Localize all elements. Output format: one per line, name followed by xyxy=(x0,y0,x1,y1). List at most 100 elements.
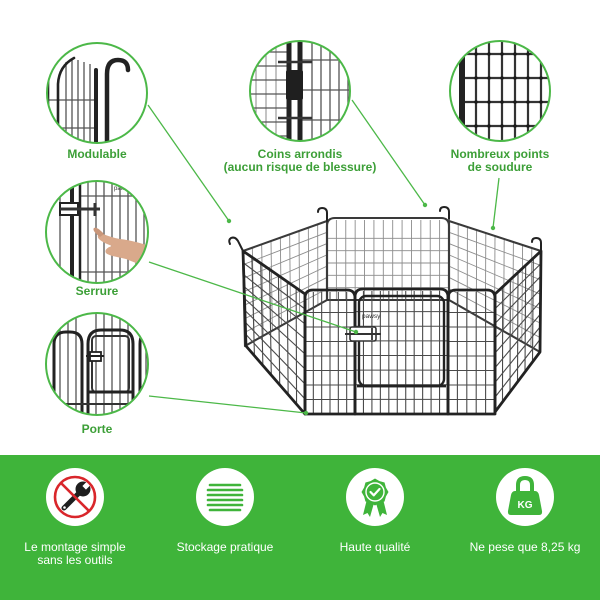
wrench-prohibited-icon xyxy=(46,468,104,526)
label-modulable-text: Modulable xyxy=(67,147,127,161)
label-serrure-text: Serrure xyxy=(75,284,119,298)
weld-point xyxy=(526,76,530,80)
fence-rail xyxy=(244,321,306,385)
callout-porte xyxy=(148,395,309,416)
product-scene: pawsy xyxy=(45,40,551,416)
callout-modulable xyxy=(147,104,232,224)
hand xyxy=(93,227,148,268)
fence-arch-frame xyxy=(446,288,497,416)
callout-soudure xyxy=(490,177,500,231)
door-frame-detail xyxy=(86,328,135,415)
benefit-label-line1: Le montage simple xyxy=(24,540,126,554)
weld-point xyxy=(539,100,543,104)
kg-badge-text: KG xyxy=(518,500,533,511)
benefit-label: Haute qualité xyxy=(300,541,450,554)
detail-circle-coins-arrondis xyxy=(249,40,351,142)
label-modulable: Modulable xyxy=(22,148,172,161)
benefit-label-line1: Ne pese que 8,25 kg xyxy=(469,540,581,554)
weld-point xyxy=(500,76,504,80)
label-soudure-line2: de soudure xyxy=(467,160,533,174)
weld-point xyxy=(487,76,491,80)
brand-mark: pawsy xyxy=(362,313,381,320)
prohibition-icon xyxy=(53,475,97,519)
stacked-panels-icon xyxy=(196,468,254,526)
label-coins-line1: Coins arrondis xyxy=(257,147,343,161)
weld-point xyxy=(513,100,517,104)
fence-panel-frame xyxy=(493,249,543,414)
fence-rail xyxy=(244,298,306,355)
fence-rail xyxy=(494,339,541,398)
benefit-label-line1: Stockage pratique xyxy=(176,540,274,554)
weld-points xyxy=(474,52,543,128)
weld-point xyxy=(513,124,517,128)
label-soudure: Nombreux points de soudure xyxy=(425,148,575,174)
label-serrure: Serrure xyxy=(22,285,172,298)
label-porte-text: Porte xyxy=(81,422,113,436)
fence-rail xyxy=(243,286,306,340)
benefit-label-line2: sans les outils xyxy=(37,553,113,567)
fence-bar xyxy=(521,244,524,342)
fence-bar xyxy=(512,241,514,337)
label-porte: Porte xyxy=(22,423,172,436)
weld-point xyxy=(539,52,543,56)
weld-point xyxy=(487,100,491,104)
fence-rail xyxy=(494,275,542,324)
fence-rail xyxy=(244,309,306,370)
benefit-label: Ne pese que 8,25 kg xyxy=(450,541,600,554)
benefit-label: Stockage pratique xyxy=(150,541,300,554)
door-latch-detail xyxy=(86,351,104,362)
detail-circle-serrure: pawsy xyxy=(45,180,149,284)
kettlebell-kg-icon: KG xyxy=(496,468,554,526)
fence-arch-frame xyxy=(353,287,450,416)
fence-bar xyxy=(270,240,273,331)
fence-bar xyxy=(530,247,533,347)
latch-detail xyxy=(59,202,100,216)
weld-point xyxy=(500,124,504,128)
callout-coins-arrondis xyxy=(351,99,428,208)
weld-point xyxy=(474,100,478,104)
benefit-tool-free: Le montage simple sans les outils xyxy=(0,455,150,600)
weld-point xyxy=(487,124,491,128)
weld-point xyxy=(539,124,543,128)
weld-point xyxy=(526,100,530,104)
weld-point xyxy=(526,124,530,128)
label-coins-line2: (aucun risque de blessure) xyxy=(223,160,377,174)
fence-rail xyxy=(448,231,542,266)
weld-point xyxy=(513,76,517,80)
weld-point xyxy=(526,52,530,56)
fence-rail xyxy=(494,288,542,339)
weld-point xyxy=(500,52,504,56)
fence-rail xyxy=(244,277,328,320)
weld-point xyxy=(474,124,478,128)
fence-rail xyxy=(494,263,542,310)
detail-circle-porte xyxy=(45,312,149,416)
fence-bar xyxy=(298,230,301,316)
post-hook xyxy=(531,236,542,252)
benefit-weight: KG Ne pese que 8,25 kg xyxy=(450,455,600,600)
fence-rail xyxy=(245,333,306,400)
fence-bar xyxy=(289,234,292,321)
detail-circle-modulable xyxy=(46,42,148,144)
benefit-quality: Haute qualité xyxy=(300,455,450,600)
benefit-label: Le montage simple sans les outils xyxy=(0,541,150,567)
fence-bar xyxy=(279,237,282,326)
fence-rail xyxy=(494,313,541,369)
fence-rail xyxy=(243,243,328,279)
weld-point xyxy=(513,52,517,56)
fence-rail xyxy=(243,262,306,310)
benefits-band: Le montage simple sans les outils Stocka… xyxy=(0,455,600,600)
benefit-storage: Stockage pratique xyxy=(150,455,300,600)
fence-rail xyxy=(494,301,541,354)
door-latch xyxy=(345,326,381,342)
post-hook xyxy=(228,236,244,252)
label-soudure-line1: Nombreux points xyxy=(450,147,550,161)
detail-circle-soudure xyxy=(449,40,551,142)
fence-rail xyxy=(243,274,306,325)
fence-rail xyxy=(494,326,541,383)
weld-point xyxy=(474,52,478,56)
post-hook xyxy=(439,205,450,220)
hook-detail xyxy=(104,57,131,143)
callout-serrure xyxy=(148,261,359,335)
brand-mark-detail: pawsy xyxy=(114,186,131,192)
label-coins-arrondis: Coins arrondis (aucun risque de blessure… xyxy=(200,148,400,174)
